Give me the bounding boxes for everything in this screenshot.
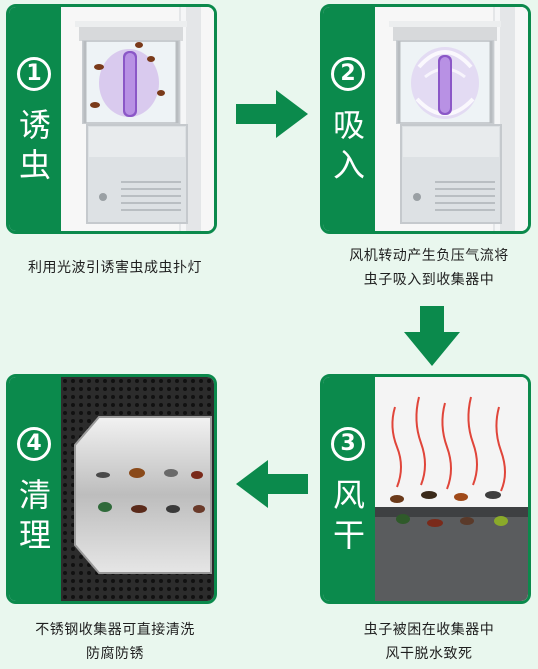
step-number: 2 — [331, 57, 365, 91]
step-title-char: 干 — [332, 516, 365, 554]
lure-illustration — [61, 7, 214, 231]
step-card-1: 1 诱 虫 — [6, 4, 217, 234]
down-arrow-icon — [404, 306, 460, 366]
step-card-3: 3 风 干 — [320, 374, 531, 604]
caption-line: 虫子吸入到收集器中 — [363, 272, 495, 288]
stainless-collector-image — [61, 377, 214, 601]
step-caption-4: 不锈钢收集器可直接清洗 防腐防锈 — [6, 618, 224, 666]
step-label-strip: 3 风 干 — [323, 377, 375, 601]
step-title-char: 入 — [332, 146, 365, 184]
caption-line: 利用光波引诱害虫成虫扑灯 — [28, 260, 202, 276]
step-title-char: 诱 — [18, 106, 51, 144]
caption-line: 风干脱水致死 — [385, 646, 473, 662]
step-label-strip: 4 清 理 — [9, 377, 61, 601]
step-title-char: 清 — [18, 476, 51, 514]
step-caption-2: 风机转动产生负压气流将 虫子吸入到收集器中 — [320, 244, 538, 292]
drying-insects-image — [375, 377, 528, 601]
drying-illustration — [375, 377, 528, 601]
step-caption-1: 利用光波引诱害虫成虫扑灯 — [6, 256, 224, 280]
step-card-2: 2 吸 入 — [320, 4, 531, 234]
step-label-strip: 1 诱 虫 — [9, 7, 61, 231]
step-number: 4 — [17, 427, 51, 461]
step-number: 1 — [17, 57, 51, 91]
step-card-4: 4 清 理 — [6, 374, 217, 604]
suction-illustration — [375, 7, 528, 231]
insect-trap-fan-image — [375, 7, 528, 231]
caption-line: 风机转动产生负压气流将 — [349, 248, 509, 264]
caption-line: 不锈钢收集器可直接清洗 — [35, 622, 195, 638]
step-title-char: 虫 — [18, 146, 51, 184]
step-caption-3: 虫子被困在收集器中 风干脱水致死 — [320, 618, 538, 666]
caption-line: 虫子被困在收集器中 — [363, 622, 495, 638]
cleaning-illustration — [61, 377, 214, 601]
step-title-char: 理 — [18, 516, 51, 554]
left-arrow-icon — [236, 460, 308, 508]
step-number: 3 — [331, 427, 365, 461]
step-title-char: 吸 — [332, 106, 365, 144]
step-label-strip: 2 吸 入 — [323, 7, 375, 231]
right-arrow-icon — [236, 90, 308, 138]
caption-line: 防腐防锈 — [86, 646, 144, 662]
step-title-char: 风 — [332, 476, 365, 514]
insect-trap-lamp-image — [61, 7, 214, 231]
